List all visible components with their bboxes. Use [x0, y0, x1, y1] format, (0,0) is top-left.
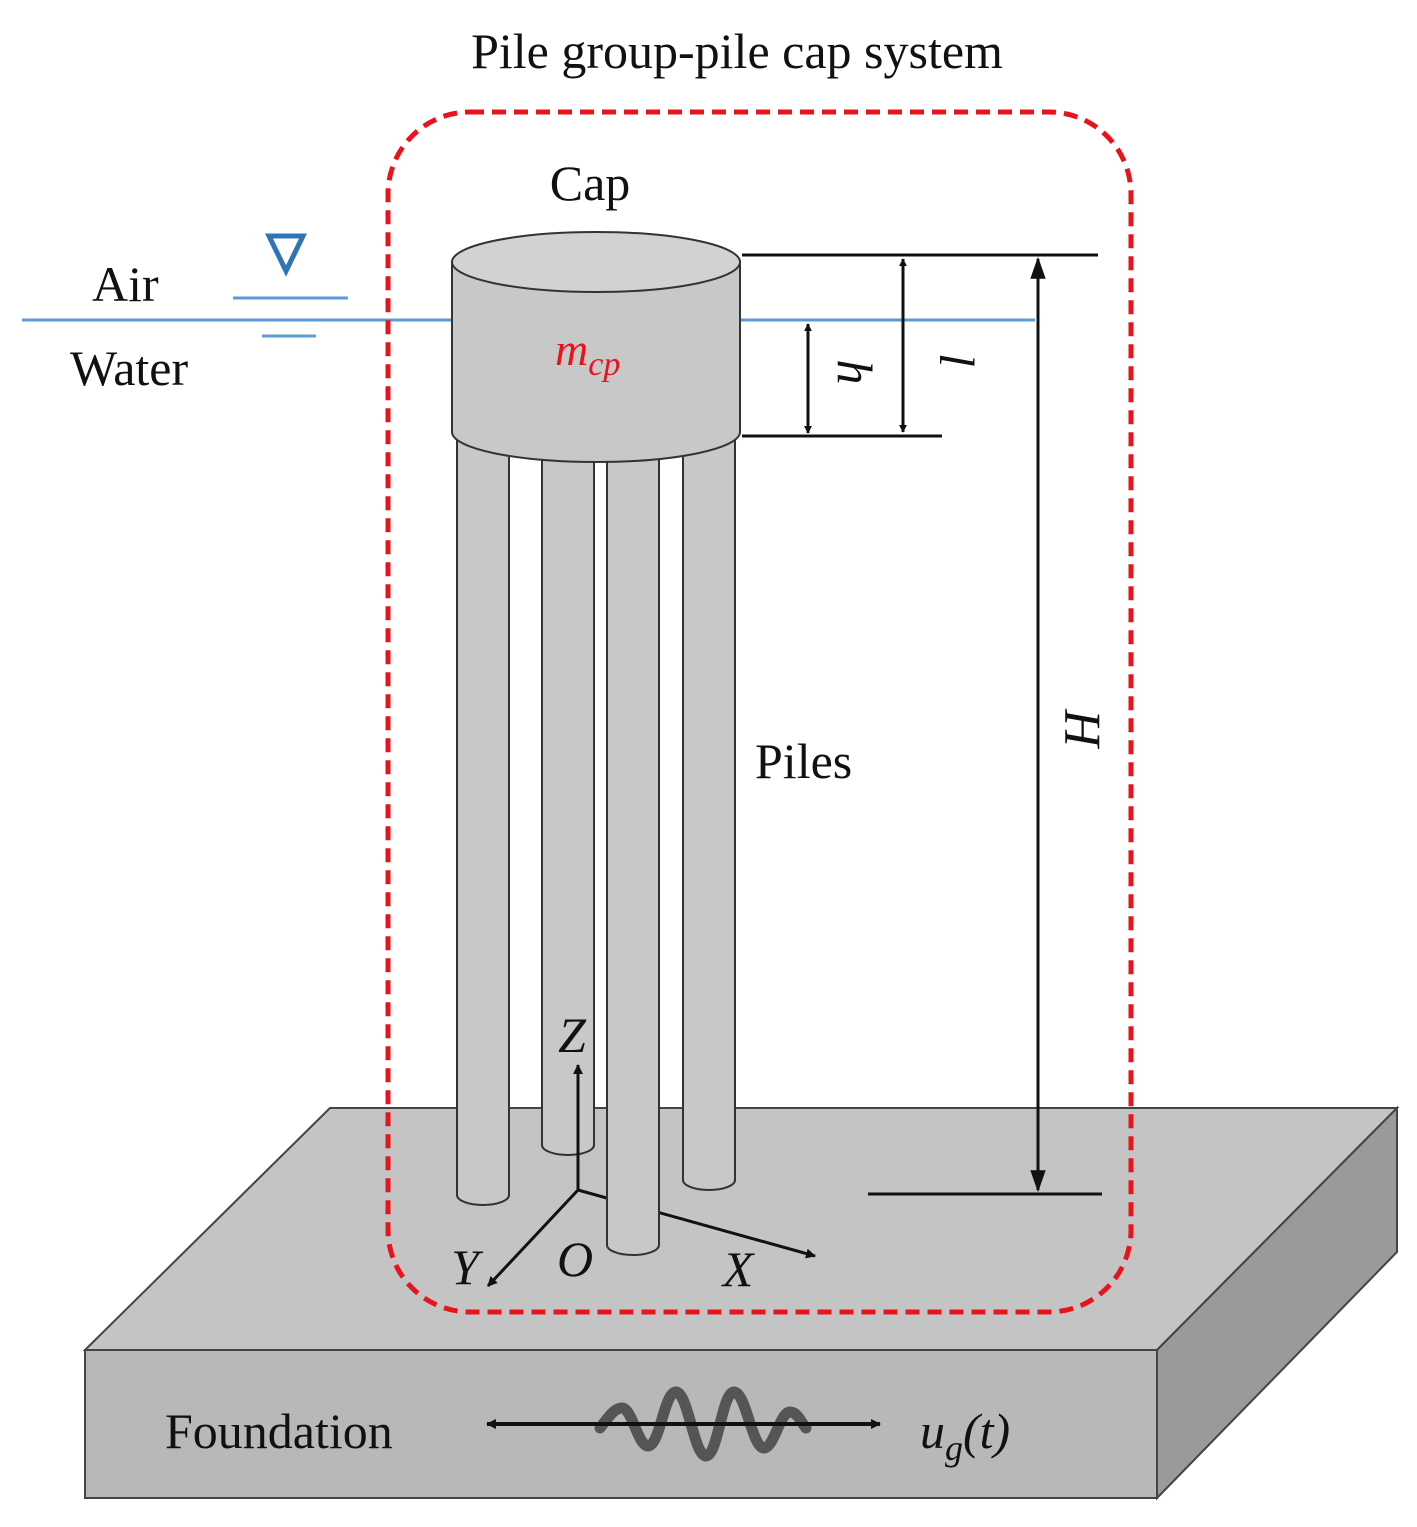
diagram-title: Pile group-pile cap system [471, 23, 1003, 79]
h-dimension-label: h [827, 360, 883, 385]
cap-mass-label: mcp [555, 324, 620, 383]
cap-body [451, 261, 741, 463]
inverted-triangle-icon [233, 233, 348, 338]
system-boundary [385, 109, 1134, 1315]
pile-front-center [606, 449, 660, 1256]
excitation-label: ug(t) [920, 1403, 1010, 1468]
excitation-subscript: g [945, 1428, 963, 1468]
excitation-argument: (t) [963, 1403, 1010, 1459]
cap-top-face [451, 231, 741, 293]
H-dimension-label: H [1053, 708, 1110, 749]
y-axis-label: Y [451, 1239, 484, 1295]
pile-back-right [682, 439, 736, 1191]
z-axis-label: Z [558, 1007, 587, 1063]
excitation-symbol: u [920, 1403, 945, 1459]
pile-front-left [456, 439, 510, 1206]
dimension-lines [742, 253, 1102, 1196]
air-label: Air [92, 256, 159, 312]
piles-label: Piles [755, 733, 852, 789]
x-axis-label: X [721, 1241, 756, 1297]
ground-motion-symbol [486, 1386, 881, 1462]
cap-mass-subscript: cp [588, 346, 620, 383]
foundation-label: Foundation [165, 1403, 393, 1459]
origin-label: O [557, 1231, 593, 1287]
pile-group [456, 439, 736, 1206]
cap-label: Cap [550, 155, 631, 211]
y-axis-arrow [486, 1188, 580, 1288]
pile-cap [451, 231, 741, 463]
cap-mass-symbol: m [555, 324, 588, 375]
water-label: Water [70, 340, 188, 396]
l-dimension-label: l [929, 353, 985, 367]
